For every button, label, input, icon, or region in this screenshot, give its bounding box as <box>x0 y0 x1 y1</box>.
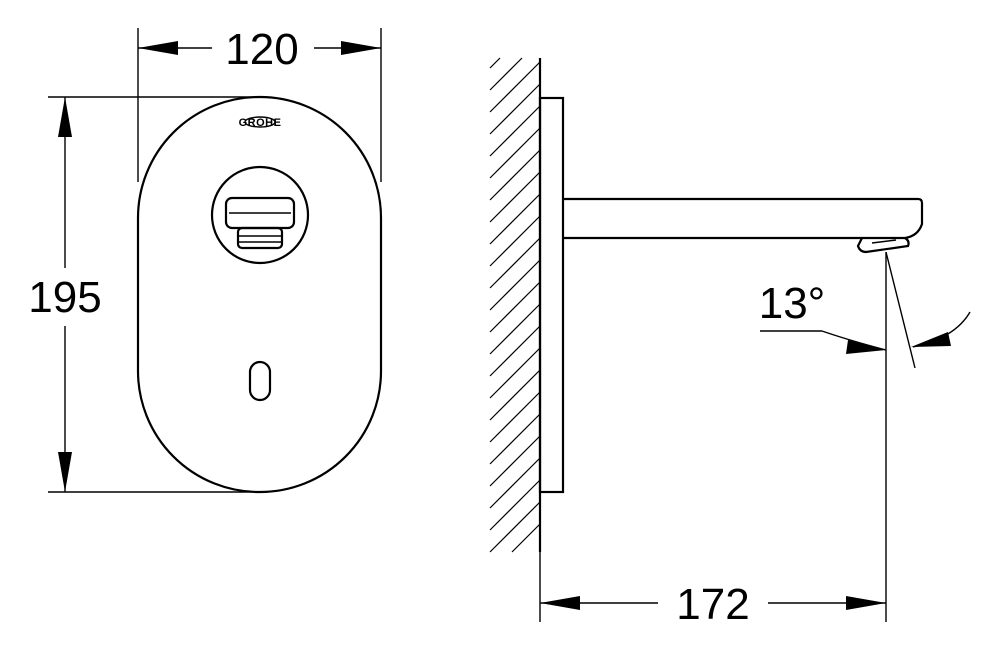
height-label: 195 <box>28 273 101 322</box>
projection-arrow-left <box>540 596 580 610</box>
hatch-line <box>489 105 541 157</box>
hatch-line <box>489 193 541 245</box>
height-dimension: 195 <box>28 97 102 492</box>
projection-dimension: 172 <box>539 552 886 629</box>
height-arrow-top <box>58 97 72 137</box>
hatch-line <box>489 127 541 179</box>
cover-plate <box>136 95 383 494</box>
sensor-eye <box>248 360 272 402</box>
hatch-line <box>489 237 541 289</box>
flow-angle-line <box>885 251 916 369</box>
hatch-line <box>511 523 541 553</box>
width-dimension: 120 <box>138 25 381 74</box>
spout <box>563 197 924 254</box>
wall-plate <box>538 96 565 494</box>
hatch-line <box>489 501 541 553</box>
sensor-aerator <box>236 226 284 250</box>
hatch-line <box>489 259 541 311</box>
spout-outlet <box>856 237 910 254</box>
wall <box>489 57 542 553</box>
hatch-line <box>489 391 541 443</box>
hatch-line <box>489 171 541 223</box>
height-arrow-bottom <box>58 452 72 492</box>
logo-badge <box>244 116 276 128</box>
logo-text: GROHE <box>239 117 282 129</box>
hatch-line <box>489 413 541 465</box>
spout-outlet-detail <box>871 239 897 244</box>
angle-arrow-right <box>911 332 951 347</box>
angle-dimension: 13° <box>759 279 971 354</box>
hatch-line <box>489 149 541 201</box>
angle-arrow-left <box>846 340 886 354</box>
width-arrow-right <box>341 41 381 55</box>
hatch-line <box>489 61 541 113</box>
hatch-line <box>489 435 541 487</box>
hatch-line <box>489 325 541 377</box>
hatch-line <box>489 347 541 399</box>
logo: GROHE <box>239 116 282 129</box>
width-label: 120 <box>225 25 298 74</box>
sensor-ring <box>210 165 310 265</box>
spout-body <box>563 197 924 240</box>
angle-label: 13° <box>759 279 826 328</box>
side-view: 172 13° <box>489 57 971 629</box>
wall-hatching <box>489 57 541 553</box>
hatch-line <box>489 303 541 355</box>
hatch-line <box>489 215 541 267</box>
hatch-line <box>489 281 541 333</box>
hatch-line <box>489 57 523 91</box>
front-view: GROHE 120 <box>28 25 383 494</box>
projection-label: 172 <box>676 580 749 629</box>
projection-arrow-right <box>846 596 886 610</box>
sensor-window <box>210 165 310 265</box>
hatch-line <box>489 57 501 69</box>
hatch-line <box>489 479 541 531</box>
width-arrow-left <box>138 41 178 55</box>
hatch-line <box>489 457 541 509</box>
hatch-line <box>489 369 541 421</box>
hatch-line <box>489 83 541 135</box>
angle-arc-left <box>821 330 887 351</box>
